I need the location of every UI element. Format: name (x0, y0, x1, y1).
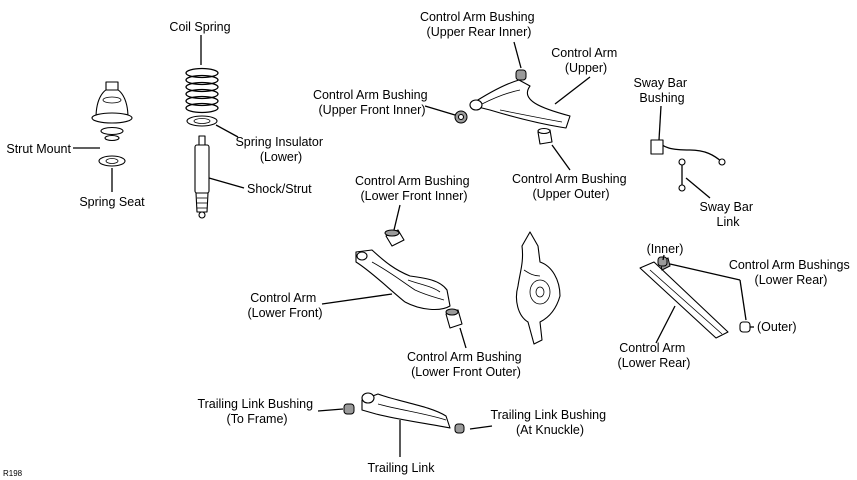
leader-control-arm-lower-rear (655, 305, 676, 344)
bushing-upper-rear-inner-part (515, 69, 527, 81)
leader-control-arm-upper (554, 76, 591, 105)
leader-cab-lower-rear-outer (739, 279, 747, 321)
leader-inner (662, 254, 665, 261)
leader-cab-lower-rear-inner (669, 263, 741, 281)
leader-spring-insulator (215, 124, 239, 138)
label-spring-seat: Spring Seat (79, 195, 145, 209)
knuckle-part (515, 231, 561, 345)
leader-cab-upper-outer (551, 144, 571, 171)
trailing-link-bushing-knuckle-part (454, 423, 465, 434)
leader-cab-lower-front-inner (393, 204, 401, 231)
label-outer: (Outer) (757, 320, 797, 334)
lower-rear-control-arm-part (639, 257, 729, 339)
label-cab-upper-front-inner: Control Arm Bushing (Upper Front Inner) (313, 88, 431, 117)
leader-cab-upper-front-inner (424, 105, 456, 116)
label-trailing-link-bushing-knuckle: Trailing Link Bushing (At Knuckle) (490, 408, 609, 437)
bushing-lower-rear-inner-part (657, 256, 668, 267)
label-trailing-link: Trailing Link (368, 461, 436, 475)
trailing-link-bushing-frame-part (343, 403, 355, 415)
leader-trailing-link-bushing-knuckle (469, 425, 493, 430)
label-control-arm-lower-front: Control Arm (Lower Front) (247, 291, 322, 320)
bushing-lower-front-inner-part (384, 229, 405, 247)
bushing-lower-front-outer-part (445, 308, 463, 329)
leader-sway-bar-link (685, 177, 711, 199)
label-control-arm-upper: Control Arm (Upper) (551, 46, 620, 75)
leader-cab-lower-front-outer (459, 327, 467, 349)
lower-front-control-arm-part (355, 249, 451, 311)
leader-control-arm-lower-front (321, 293, 393, 305)
spring-seat-part (98, 155, 126, 167)
label-trailing-link-bushing-frame: Trailing Link Bushing (To Frame) (197, 397, 316, 426)
shock-strut-part (194, 135, 210, 219)
bushing-upper-outer-part (537, 127, 553, 145)
sway-bar-part (650, 139, 726, 192)
bushing-lower-rear-outer-part (739, 321, 751, 333)
label-inner: (Inner) (647, 242, 684, 256)
trailing-link-part (361, 392, 451, 429)
strut-mount-part (91, 81, 133, 142)
label-cab-upper-outer: Control Arm Bushing (Upper Outer) (512, 172, 630, 201)
label-sway-bar-link: Sway Bar Link (700, 200, 757, 229)
label-strut-mount: Strut Mount (6, 142, 71, 156)
leader-sway-bar-bushing (658, 105, 662, 141)
spring-insulator-part (186, 115, 218, 127)
coil-spring-part (185, 67, 219, 114)
label-cab-upper-rear-inner: Control Arm Bushing (Upper Rear Inner) (420, 10, 538, 39)
bushing-upper-front-inner-part (454, 110, 468, 124)
label-control-arm-lower-rear: Control Arm (Lower Rear) (618, 341, 691, 370)
upper-control-arm-part (469, 79, 571, 129)
leader-shock-strut (208, 177, 245, 189)
label-cab-lower-front-outer: Control Arm Bushing (Lower Front Outer) (407, 350, 525, 379)
label-sway-bar-bushing: Sway Bar Bushing (634, 76, 691, 105)
leader-lines (73, 35, 754, 457)
label-cab-lower-front-inner: Control Arm Bushing (Lower Front Inner) (355, 174, 473, 203)
label-cab-lower-rear: Control Arm Bushings (Lower Rear) (729, 258, 853, 287)
label-coil-spring: Coil Spring (169, 20, 230, 34)
leader-trailing-link-bushing-frame (317, 408, 344, 412)
label-spring-insulator: Spring Insulator (Lower) (235, 135, 326, 164)
reference-code: R198 (3, 469, 23, 478)
label-shock-strut: Shock/Strut (247, 182, 312, 196)
leader-cab-upper-rear-inner (513, 41, 522, 69)
